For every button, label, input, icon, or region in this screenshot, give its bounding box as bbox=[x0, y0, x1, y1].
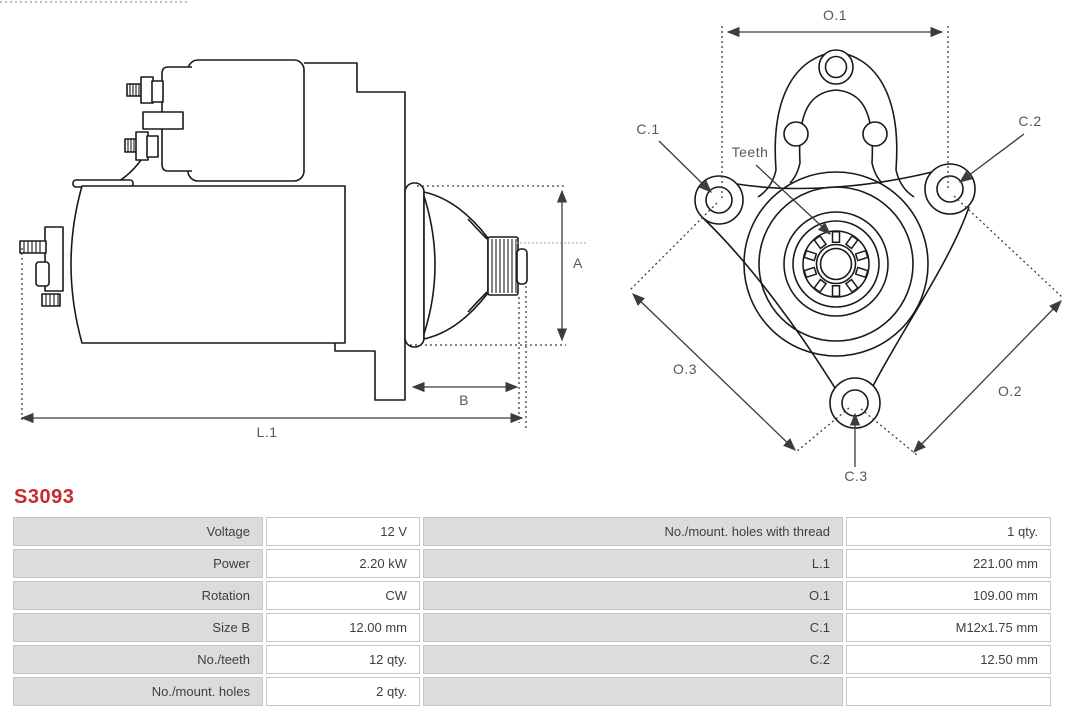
leader-c2 bbox=[958, 133, 1025, 183]
side-view-drawing bbox=[19, 59, 528, 401]
spec-label-c1: C.1 bbox=[423, 613, 843, 642]
ear-lobe-c2 bbox=[924, 163, 976, 215]
dimension-c2-label: C.2 bbox=[1018, 113, 1041, 129]
dimension-o3-line bbox=[632, 293, 796, 451]
rear-terminal-stud-lower bbox=[41, 293, 61, 307]
spec-row: Power 2.20 kW L.1 221.00 mm bbox=[13, 549, 1051, 578]
nose-cone bbox=[423, 191, 489, 340]
spec-value-mount-holes-thread: 1 qty. bbox=[846, 517, 1051, 546]
yoke-left-hole bbox=[783, 121, 809, 147]
dimension-b-label: B bbox=[459, 392, 469, 408]
dimension-c1-label: C.1 bbox=[636, 121, 659, 137]
spec-label-mount-holes-thread: No./mount. holes with thread bbox=[423, 517, 843, 546]
dimension-c3-label: C.3 bbox=[844, 468, 867, 484]
spec-value-rotation: CW bbox=[266, 581, 420, 610]
spec-row: Voltage 12 V No./mount. holes with threa… bbox=[13, 517, 1051, 546]
dimension-o2-label: O.2 bbox=[998, 383, 1022, 399]
bearing-ring-inner bbox=[792, 220, 880, 308]
technical-drawing: A B L.1 bbox=[19, 7, 1063, 484]
spec-label-size-b: Size B bbox=[13, 613, 263, 642]
spec-value-mount-holes: 2 qty. bbox=[266, 677, 420, 706]
pinion-gear-front bbox=[802, 230, 870, 298]
dimension-l1-label: L.1 bbox=[257, 424, 278, 440]
bell-housing-inner bbox=[758, 186, 914, 342]
spec-value-power: 2.20 kW bbox=[266, 549, 420, 578]
spec-value-c2: 12.50 mm bbox=[846, 645, 1051, 674]
solenoid-terminal-upper bbox=[126, 76, 164, 104]
dimension-o1-label: O.1 bbox=[823, 7, 847, 23]
spec-row: No./mount. holes 2 qty. bbox=[13, 677, 1051, 706]
rear-terminal-stud-upper bbox=[19, 240, 47, 254]
extension-line-o2-bottom bbox=[860, 408, 918, 456]
spec-value-size-b: 12.00 mm bbox=[266, 613, 420, 642]
dimension-a-label: A bbox=[573, 255, 583, 271]
spec-row: Rotation CW O.1 109.00 mm bbox=[13, 581, 1051, 610]
motor-body bbox=[70, 185, 346, 344]
spec-label-voltage: Voltage bbox=[13, 517, 263, 546]
spec-label-mount-holes: No./mount. holes bbox=[13, 677, 263, 706]
drive-end-bracket bbox=[304, 62, 406, 401]
yoke-arch bbox=[757, 49, 915, 198]
solenoid-bracket-bar bbox=[142, 111, 184, 130]
extension-line-o3-bottom bbox=[795, 407, 850, 453]
spec-value-o1: 109.00 mm bbox=[846, 581, 1051, 610]
leader-c1 bbox=[658, 140, 712, 193]
part-number: S3093 bbox=[14, 486, 75, 508]
spec-label-teeth: No./teeth bbox=[13, 645, 263, 674]
solenoid-terminal-lower bbox=[124, 131, 159, 161]
spec-table: Voltage 12 V No./mount. holes with threa… bbox=[10, 514, 1054, 709]
dimension-o3-label: O.3 bbox=[673, 361, 697, 377]
bell-housing-outer bbox=[743, 171, 929, 357]
pinion-side bbox=[487, 236, 528, 296]
yoke-right-hole bbox=[862, 121, 888, 147]
front-view-drawing bbox=[694, 49, 976, 429]
spec-value-empty bbox=[846, 677, 1051, 706]
spec-row: Size B 12.00 mm C.1 M12x1.75 mm bbox=[13, 613, 1051, 642]
side-view-dimensions bbox=[20, 185, 587, 428]
spec-label-o1: O.1 bbox=[423, 581, 843, 610]
spec-label-empty bbox=[423, 677, 843, 706]
front-view-dimensions bbox=[628, 26, 1063, 467]
dimension-o2-line bbox=[913, 300, 1062, 453]
leader-teeth bbox=[755, 164, 831, 235]
mount-hole-c2 bbox=[936, 175, 964, 203]
bearing-ring-outer bbox=[783, 211, 889, 317]
extension-line-o2-top bbox=[953, 195, 1063, 298]
spec-label-l1: L.1 bbox=[423, 549, 843, 578]
solenoid-body bbox=[187, 59, 305, 182]
yoke-top-hole bbox=[824, 55, 848, 79]
spec-value-voltage: 12 V bbox=[266, 517, 420, 546]
teeth-label: Teeth bbox=[732, 144, 769, 160]
extension-line-o3-top bbox=[628, 202, 718, 292]
spec-label-rotation: Rotation bbox=[13, 581, 263, 610]
spec-label-power: Power bbox=[13, 549, 263, 578]
rear-terminal-washer bbox=[35, 261, 50, 287]
spec-value-teeth: 12 qty. bbox=[266, 645, 420, 674]
spec-label-c2: C.2 bbox=[423, 645, 843, 674]
mount-hole-c1 bbox=[705, 186, 733, 214]
spec-value-c1: M12x1.75 mm bbox=[846, 613, 1051, 642]
mounting-flange-plate bbox=[404, 182, 425, 348]
spec-value-l1: 221.00 mm bbox=[846, 549, 1051, 578]
spec-row: No./teeth 12 qty. C.2 12.50 mm bbox=[13, 645, 1051, 674]
watermark-dots bbox=[0, 1, 190, 3]
